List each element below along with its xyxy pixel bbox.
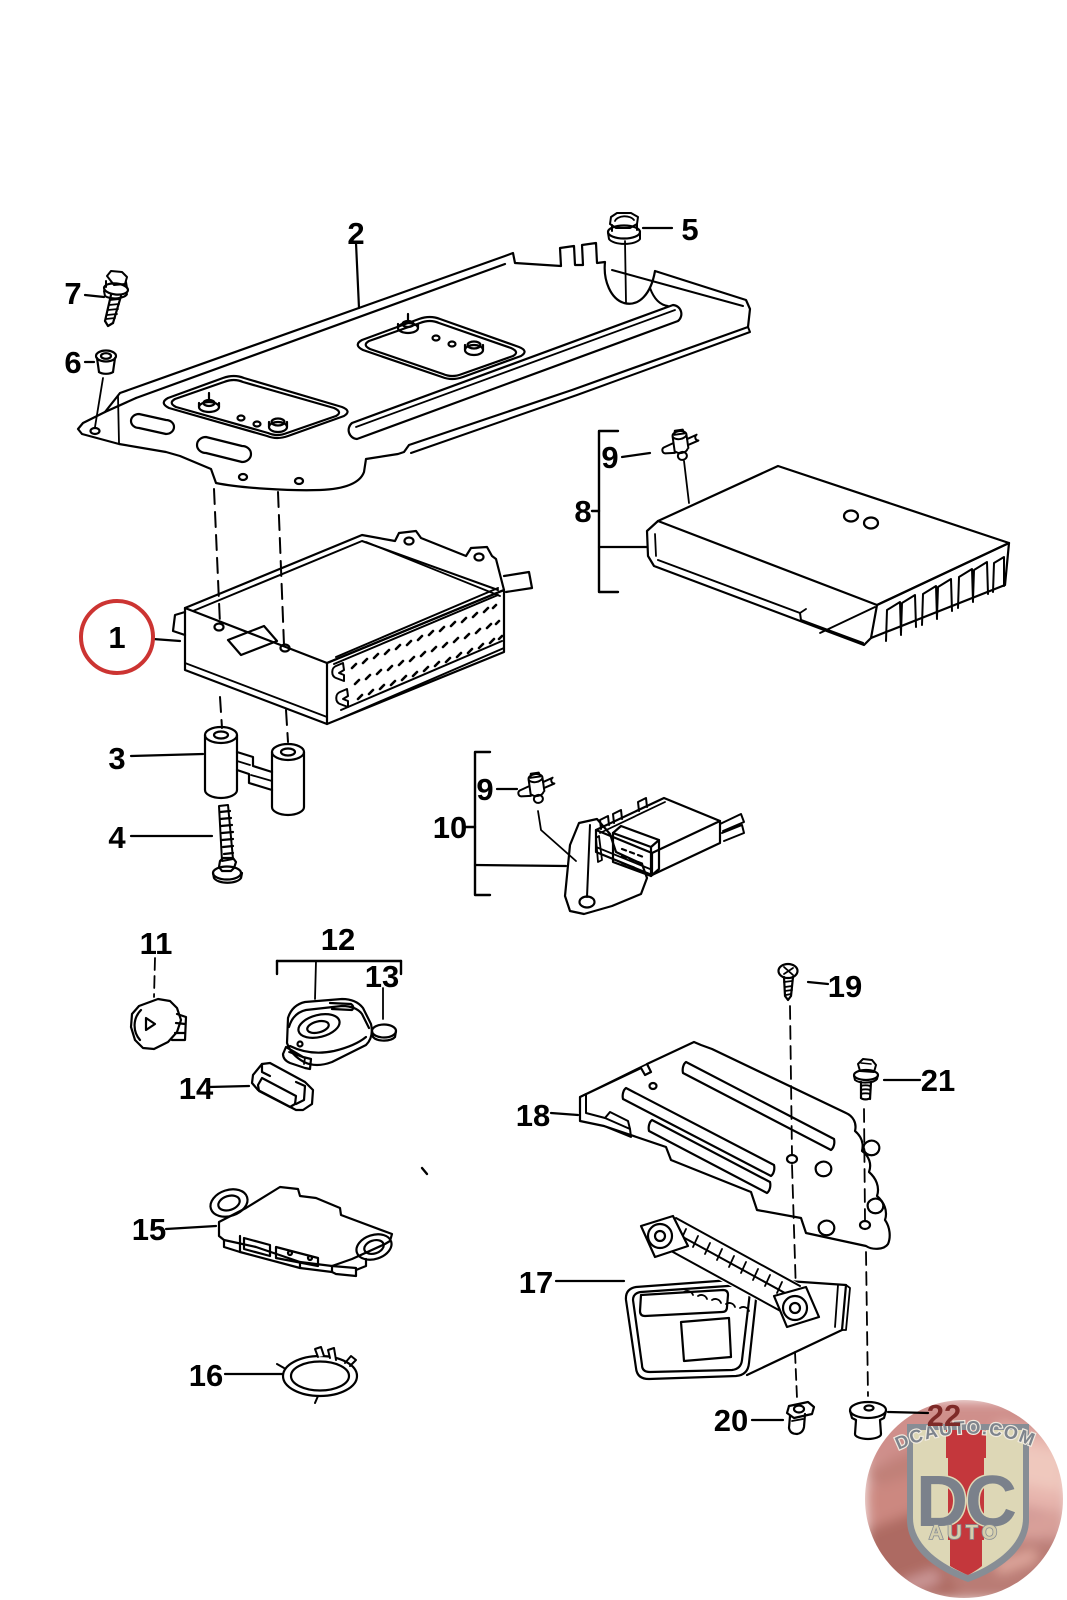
svg-text:8: 8 <box>574 494 591 529</box>
svg-text:6: 6 <box>64 345 81 380</box>
svg-text:21: 21 <box>921 1063 955 1098</box>
svg-text:16: 16 <box>189 1358 223 1393</box>
svg-text:9: 9 <box>601 440 618 475</box>
svg-text:3: 3 <box>108 741 125 776</box>
svg-text:AUTO: AUTO <box>929 1522 1001 1544</box>
svg-text:1: 1 <box>108 620 125 655</box>
svg-text:17: 17 <box>519 1265 553 1300</box>
svg-text:2: 2 <box>347 216 364 251</box>
svg-text:11: 11 <box>140 926 173 961</box>
svg-text:15: 15 <box>132 1212 166 1247</box>
svg-text:7: 7 <box>64 276 81 311</box>
svg-text:20: 20 <box>714 1403 748 1438</box>
svg-text:18: 18 <box>516 1098 550 1133</box>
svg-text:10: 10 <box>433 810 467 845</box>
svg-text:22: 22 <box>927 1398 961 1433</box>
svg-text:12: 12 <box>321 922 355 957</box>
svg-text:14: 14 <box>179 1071 214 1106</box>
svg-text:19: 19 <box>828 969 862 1004</box>
svg-text:5: 5 <box>681 212 698 247</box>
svg-text:9: 9 <box>476 772 493 807</box>
svg-text:DC: DC <box>916 1462 1016 1542</box>
svg-text:13: 13 <box>365 959 399 994</box>
svg-text:4: 4 <box>108 820 126 855</box>
